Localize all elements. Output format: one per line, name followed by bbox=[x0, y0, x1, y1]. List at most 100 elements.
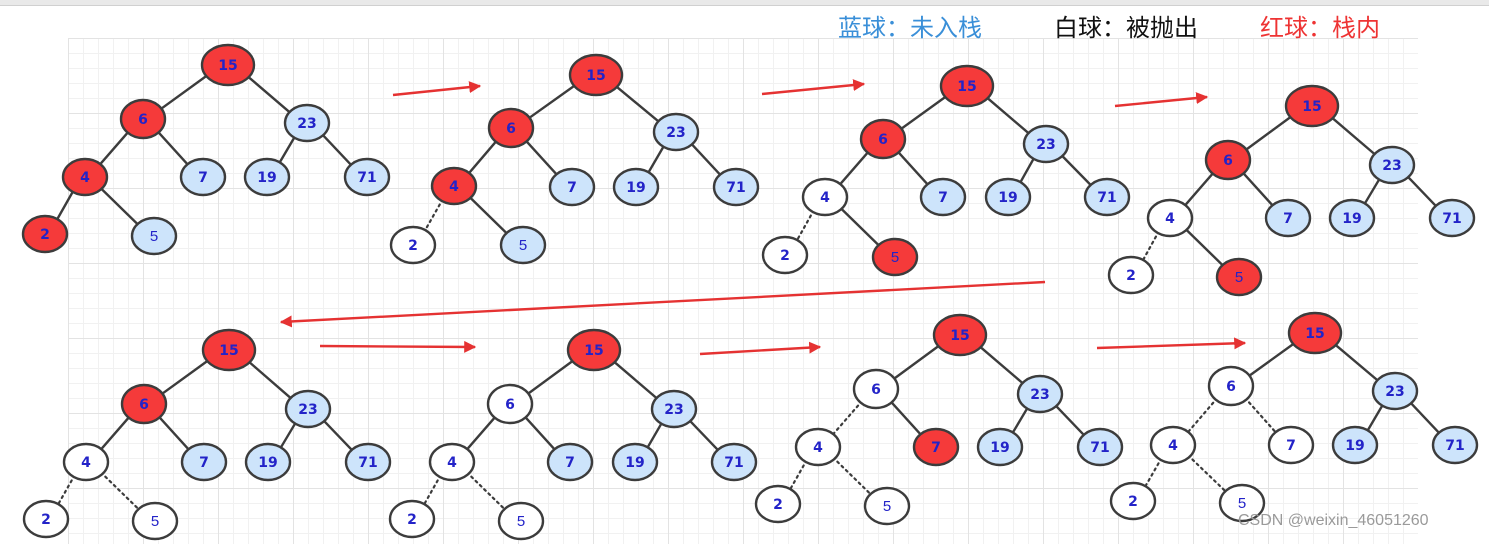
node-circle bbox=[939, 64, 995, 108]
node-4-white: 4 bbox=[428, 442, 476, 482]
node-circle bbox=[712, 167, 760, 207]
node-label: 4 bbox=[81, 455, 91, 471]
node-circle bbox=[1146, 198, 1194, 238]
node-15-red: 15 bbox=[568, 53, 624, 97]
edge-23-71 bbox=[321, 418, 355, 453]
node-label: 6 bbox=[1226, 379, 1236, 395]
node-label: 2 bbox=[407, 512, 417, 528]
node-circle bbox=[801, 177, 849, 217]
edge-6-7 bbox=[157, 414, 191, 452]
node-circle bbox=[1264, 198, 1312, 238]
node-circle bbox=[568, 53, 624, 97]
node-label: 23 bbox=[1030, 387, 1049, 403]
node-19-blue: 19 bbox=[976, 427, 1024, 467]
edge-23-19 bbox=[645, 420, 664, 451]
node-label: 23 bbox=[298, 402, 317, 418]
node-71-blue: 71 bbox=[344, 442, 392, 482]
node-19-blue: 19 bbox=[984, 177, 1032, 217]
node-circle bbox=[794, 427, 842, 467]
node-19-blue: 19 bbox=[1331, 425, 1379, 465]
node-circle bbox=[389, 225, 437, 265]
node-circle bbox=[976, 427, 1024, 467]
node-circle bbox=[652, 112, 700, 152]
node-15-red: 15 bbox=[201, 328, 257, 372]
edge-15-6 bbox=[525, 358, 576, 396]
node-circle bbox=[284, 389, 332, 429]
edge-4-2-dotted bbox=[1143, 457, 1163, 489]
edge-4-5-dotted bbox=[831, 456, 874, 497]
legend-blue-ball: 蓝球：未入栈 bbox=[838, 14, 982, 42]
node-2-red: 2 bbox=[21, 214, 69, 254]
transition-arrow-5 bbox=[319, 340, 477, 353]
node-circle bbox=[1149, 425, 1197, 465]
node-label: 7 bbox=[938, 190, 948, 206]
legend-red-ball: 红球：栈内 bbox=[1260, 14, 1380, 42]
node-5-red: 5 bbox=[1215, 257, 1263, 297]
edge-4-5 bbox=[467, 195, 510, 236]
edge-23-19 bbox=[646, 143, 666, 176]
edge-6-4 bbox=[466, 138, 499, 176]
node-label: 6 bbox=[878, 132, 888, 148]
node-5-white: 5 bbox=[1218, 483, 1266, 523]
node-label: 4 bbox=[80, 170, 90, 186]
edge-6-7 bbox=[523, 414, 557, 452]
node-circle bbox=[1328, 198, 1376, 238]
edge-15-6 bbox=[159, 358, 211, 397]
node-label: 19 bbox=[257, 170, 276, 186]
node-circle bbox=[487, 107, 535, 149]
node-label: 71 bbox=[358, 455, 377, 471]
node-circle bbox=[1371, 371, 1419, 411]
node-circle bbox=[984, 177, 1032, 217]
edge-4-5-dotted bbox=[465, 471, 508, 512]
node-7-red: 7 bbox=[912, 427, 960, 467]
node-label: 7 bbox=[567, 180, 577, 196]
node-label: 7 bbox=[565, 455, 575, 471]
node-4-white: 4 bbox=[1149, 425, 1197, 465]
edge-23-71 bbox=[1408, 400, 1442, 436]
edge-4-5-dotted bbox=[1187, 454, 1228, 494]
node-circle bbox=[1331, 425, 1379, 465]
node-label: 4 bbox=[447, 455, 457, 471]
node-circle bbox=[1368, 145, 1416, 185]
edge-4-5 bbox=[838, 206, 882, 248]
node-15-red: 15 bbox=[566, 328, 622, 372]
edge-23-71 bbox=[687, 418, 721, 453]
node-6-red: 6 bbox=[487, 107, 535, 149]
node-circle bbox=[61, 157, 109, 197]
edge-23-19 bbox=[1365, 402, 1385, 434]
node-23-blue: 23 bbox=[284, 389, 332, 429]
node-circle bbox=[499, 225, 547, 265]
edge-4-5 bbox=[1183, 227, 1226, 268]
node-label: 7 bbox=[1283, 211, 1293, 227]
node-6-red: 6 bbox=[1204, 139, 1252, 181]
node-circle bbox=[200, 43, 256, 87]
transition-arrow-3 bbox=[1114, 92, 1209, 108]
node-label: 7 bbox=[199, 455, 209, 471]
edge-23-71 bbox=[1053, 403, 1087, 438]
node-circle bbox=[130, 216, 178, 256]
edge-6-4 bbox=[837, 149, 871, 187]
node-circle bbox=[283, 103, 331, 143]
node-circle bbox=[912, 427, 960, 467]
edge-4-5-dotted bbox=[99, 471, 142, 512]
node-circle bbox=[566, 328, 622, 372]
node-6-white: 6 bbox=[1207, 365, 1255, 407]
node-label: 6 bbox=[139, 397, 149, 413]
node-6-white: 6 bbox=[852, 368, 900, 410]
node-label: 71 bbox=[1097, 190, 1116, 206]
node-circle bbox=[22, 499, 70, 539]
edge-23-19 bbox=[278, 420, 298, 451]
node-2-white: 2 bbox=[22, 499, 70, 539]
node-label: 6 bbox=[1223, 153, 1233, 169]
node-7-white: 7 bbox=[1267, 425, 1315, 465]
node-5-white: 5 bbox=[497, 501, 545, 541]
edge-6-7 bbox=[1241, 170, 1275, 208]
node-circle bbox=[1016, 374, 1064, 414]
node-5-white: 5 bbox=[863, 486, 911, 526]
edge-4-2-dotted bbox=[795, 209, 815, 243]
